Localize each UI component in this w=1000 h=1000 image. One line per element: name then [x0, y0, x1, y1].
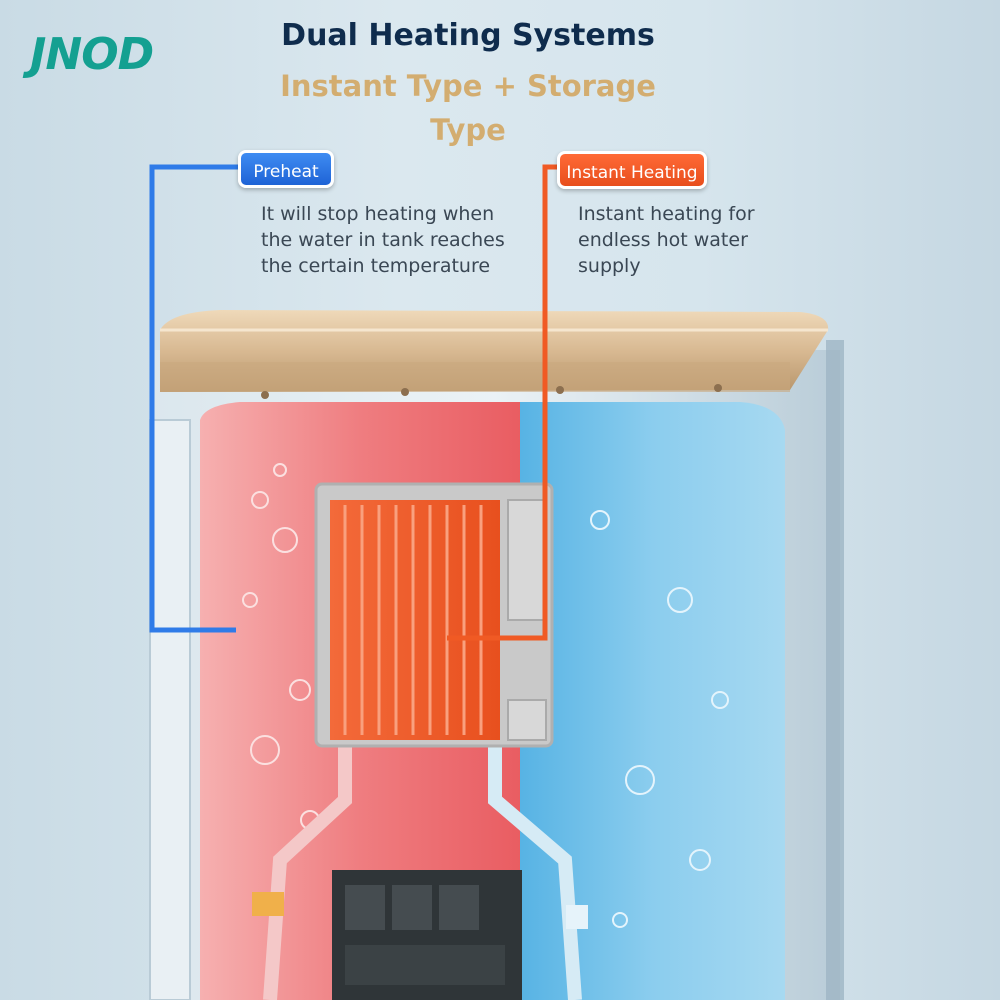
- control-board: [332, 870, 522, 1000]
- brand-logo: JNOD: [30, 29, 154, 80]
- page-title: Dual Heating Systems: [281, 18, 655, 53]
- instant-description-line: supply: [578, 255, 641, 277]
- preheat-description: It will stop heating when the water in t…: [261, 201, 521, 279]
- instant-heating-badge: Instant Heating: [557, 151, 707, 189]
- heater-lid: [160, 310, 829, 399]
- preheat-description-line: the water in tank reaches: [261, 229, 505, 251]
- preheat-badge: Preheat: [238, 150, 334, 188]
- preheat-description-line: the certain temperature: [261, 255, 491, 277]
- instant-heater-module: [314, 482, 554, 748]
- instant-description-line: endless hot water: [578, 229, 748, 251]
- instant-callout-line: [447, 164, 558, 641]
- preheat-description-line: It will stop heating when: [261, 203, 495, 225]
- water-pipes: [252, 745, 588, 1000]
- cold-water-tank: [520, 402, 785, 1000]
- page-subtitle: Instant Type + Storage Type: [280, 69, 656, 147]
- instant-heating-description: Instant heating for endless hot water su…: [578, 201, 798, 279]
- instant-description-line: Instant heating for: [578, 203, 755, 225]
- preheat-callout-line: [149, 164, 240, 633]
